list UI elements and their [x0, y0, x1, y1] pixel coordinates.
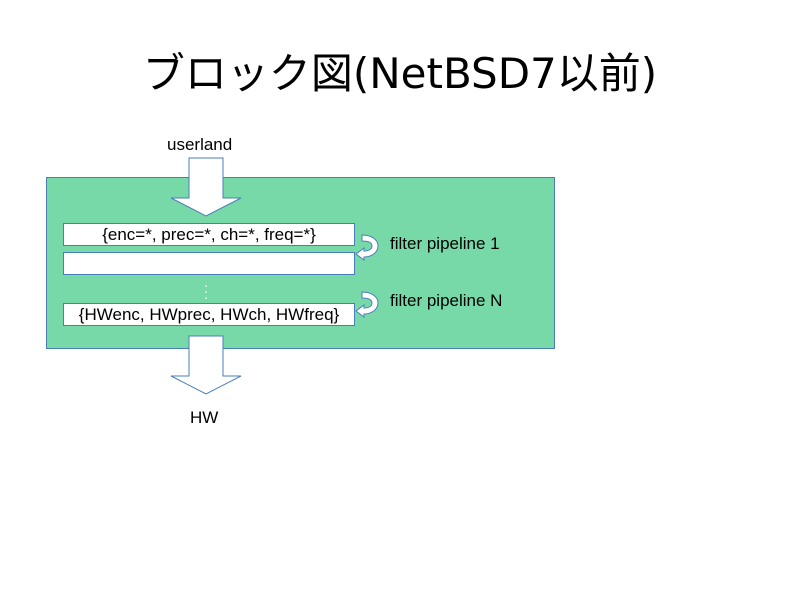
hw-label: HW — [190, 408, 219, 427]
userland-label: userland — [167, 135, 233, 154]
pipeline-1-curved-arrow-icon — [355, 234, 379, 261]
filter-pipeline-n-label: filter pipeline N — [390, 291, 503, 310]
filter-pipeline-1-label: filter pipeline 1 — [390, 234, 500, 253]
page-title: ブロック図(NetBSD7以前) — [142, 49, 658, 98]
ellipsis-dots-icon: ... — [204, 276, 208, 302]
hw-format-box: {HWenc, HWprec, HWch, HWfreq} — [63, 303, 355, 326]
input-format-box: {enc=*, prec=*, ch=*, freq=*} — [63, 223, 355, 246]
input-down-arrow-icon — [170, 157, 242, 217]
intermediate-format-box — [63, 252, 355, 275]
output-down-arrow-icon — [170, 335, 242, 395]
pipeline-n-curved-arrow-icon — [355, 291, 379, 318]
